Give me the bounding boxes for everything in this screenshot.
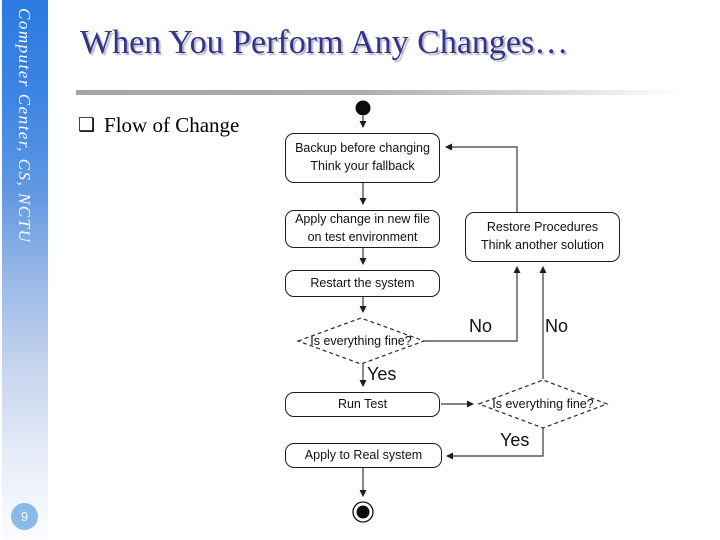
final-node-icon (352, 501, 374, 523)
start-node-icon (355, 100, 371, 116)
square-bullet-icon: ❑ (78, 115, 96, 136)
flow-node-restore: Restore Procedures Think another solutio… (465, 212, 620, 262)
decision2-label: Is everything fine? (492, 397, 594, 411)
edge-decision2-yes-to-applyreal (446, 428, 544, 460)
decision1-label: Is everything fine? (310, 334, 412, 348)
sidebar-vertical-text: Computer Center, CS, NCTU (15, 8, 34, 244)
slide-title: When You Perform Any Changes… (80, 24, 569, 61)
page-number-badge: 9 (11, 503, 38, 530)
flow-node-apply-test-line2: on test environment (307, 230, 418, 244)
flow-node-restore-line1: Restore Procedures (486, 220, 599, 235)
bullet-text: Flow of Change (104, 113, 240, 137)
flow-node-backup: Backup before changing Think your fallba… (285, 133, 440, 183)
sidebar: Computer Center, CS, NCTU 9 (2, 0, 48, 540)
flow-node-backup-line2: Think your fallback (310, 159, 415, 173)
flow-node-run-test: Run Test (285, 392, 440, 417)
flow-node-restore-line2: Think another solution (481, 238, 604, 252)
bullet-item: ❑ Flow of Change (78, 113, 239, 138)
flow-node-apply-real: Apply to Real system (285, 443, 442, 468)
flow-node-apply-test: Apply change in new file on test environ… (285, 210, 440, 248)
decision1-diamond (296, 317, 426, 365)
flow-node-backup-line1: Backup before changing (295, 141, 430, 156)
decision2-diamond (477, 379, 609, 429)
flow-node-restart: Restart the system (285, 270, 440, 297)
flow-node-apply-test-line1: Apply change in new file (295, 212, 430, 227)
edge-restore-to-backup (445, 143, 518, 212)
edge-label-yes1: Yes (367, 364, 397, 384)
edge-label-yes2: Yes (500, 430, 530, 450)
edge-decision1-no-to-restore (424, 266, 521, 342)
title-divider (76, 90, 700, 95)
edge-label-no2: No (545, 316, 569, 336)
edge-label-no1: No (469, 316, 493, 336)
